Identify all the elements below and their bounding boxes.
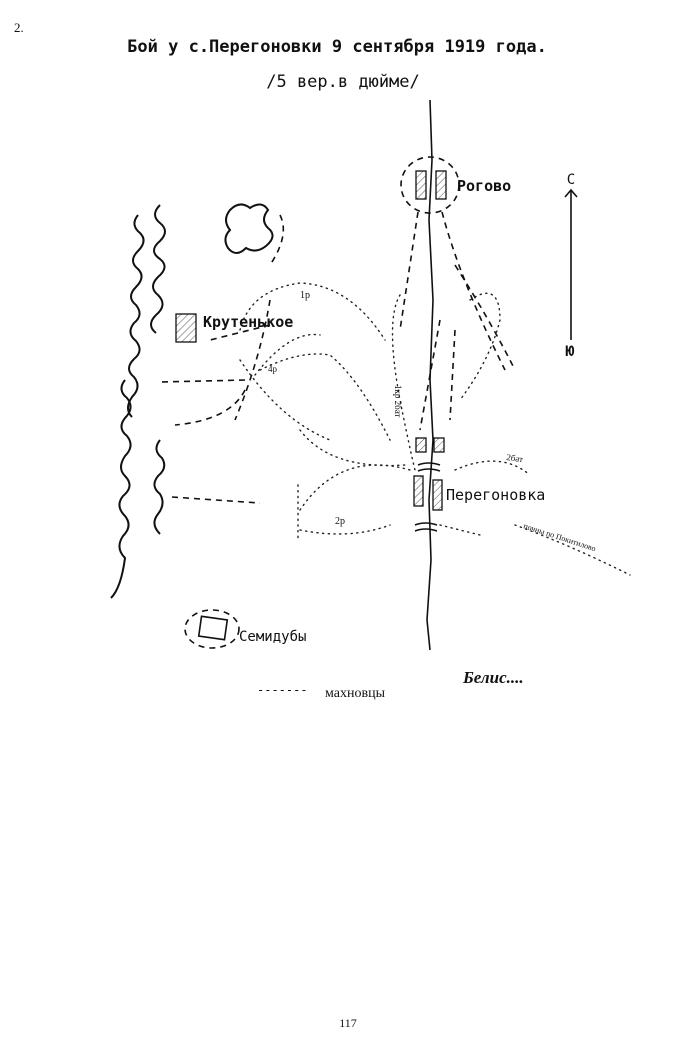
unit-movements: [239, 282, 631, 576]
section-number: 2.: [14, 20, 24, 35]
village-rogovo: [400, 156, 460, 214]
label-2r: 2р: [335, 516, 345, 527]
label-peregonovka: Перегоновка: [446, 486, 545, 504]
compass-north: С: [567, 172, 575, 188]
map-title: Бой у с.Перегоновки 9 сентября 1919 года…: [127, 37, 547, 57]
page-number: 117: [339, 1016, 357, 1030]
bridge-south: [414, 522, 438, 532]
label-1r: 1р: [300, 290, 310, 301]
handwritten-note: Белис....: [462, 668, 524, 687]
label-2bat: 2бат: [506, 452, 524, 464]
label-cavalry: почны по Покитилово: [522, 521, 597, 553]
river: [426, 99, 434, 651]
map-scale: /5 вер.в дюйме/: [266, 72, 420, 92]
village-krutenkoe: [175, 313, 197, 343]
label-semidubi: Семидубы: [239, 629, 306, 645]
legend-dash-sample: -------: [257, 683, 308, 697]
label-krutenkoe: Крутенькое: [203, 313, 293, 331]
village-semidubi: [184, 609, 240, 649]
makhnovist-movements: [159, 211, 516, 504]
compass-arrow: [564, 188, 578, 340]
label-kr-bat: 1кр 2бат: [393, 385, 403, 417]
forest-edge: [110, 203, 285, 599]
compass-south: Ю: [566, 344, 575, 360]
legend-label: махновцы: [325, 686, 386, 701]
bridge-north: [417, 462, 441, 472]
label-rogovo: Рогово: [457, 177, 511, 195]
label-4r: 4р: [268, 364, 278, 374]
village-peregonovka: [413, 437, 445, 511]
